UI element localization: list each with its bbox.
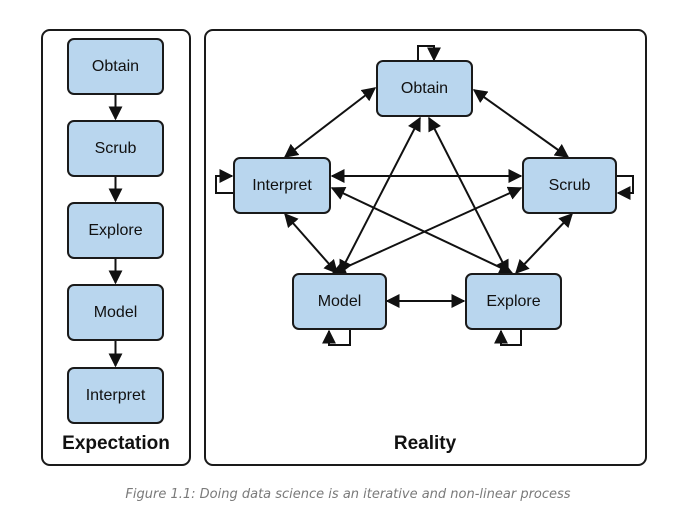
expectation-step-interpret: Interpret [67,367,164,424]
self-loop-scrub [616,175,634,200]
reality-self-loops [215,45,634,346]
expectation-step-obtain: Obtain [67,38,164,95]
self-loop-explore [494,329,522,346]
edge-obtain-model [339,116,421,275]
expectation-step-interpret-label: Interpret [86,387,146,404]
reality-panel-label: Reality [394,433,457,454]
reality-node-scrub: Scrub [522,157,617,214]
edge-scrub-model [331,186,523,275]
expectation-step-model: Model [67,284,164,341]
edge-interpret-model [284,212,338,275]
expectation-panel-label: Expectation [62,433,170,454]
expectation-panel: Obtain Scrub Explore Model Interpret Exp… [41,29,191,466]
reality-panel: Obtain Interpret Scrub Model Explore Rea… [204,29,647,466]
expectation-step-scrub: Scrub [67,120,164,177]
expectation-step-explore-label: Explore [88,222,142,239]
reality-node-model-label: Model [318,293,362,310]
expectation-step-explore: Explore [67,202,164,259]
edge-obtain-explore [428,116,509,275]
self-loop-obtain [417,45,441,62]
reality-node-scrub-label: Scrub [549,177,591,194]
reality-panel-frame [204,29,647,466]
self-loop-interpret [215,169,234,194]
self-loop-model [322,329,351,346]
edge-scrub-explore [515,212,573,275]
reality-node-explore-label: Explore [486,293,540,310]
expectation-step-model-label: Model [94,304,138,321]
reality-node-interpret: Interpret [233,157,331,214]
reality-node-interpret-label: Interpret [252,177,312,194]
edge-obtain-interpret [283,87,377,158]
reality-node-obtain-label: Obtain [401,80,448,97]
figure-caption: Figure 1.1: Doing data science is an ite… [125,487,571,502]
reality-node-obtain: Obtain [376,60,473,117]
reality-edges [283,87,573,308]
reality-node-model: Model [292,273,387,330]
reality-node-explore: Explore [465,273,562,330]
edge-obtain-scrub [472,89,570,158]
expectation-panel-frame [41,29,191,466]
diagram-canvas: Obtain Scrub Explore Model Interpret Exp… [41,29,647,466]
expectation-step-obtain-label: Obtain [92,58,139,75]
expectation-step-scrub-label: Scrub [95,140,137,157]
